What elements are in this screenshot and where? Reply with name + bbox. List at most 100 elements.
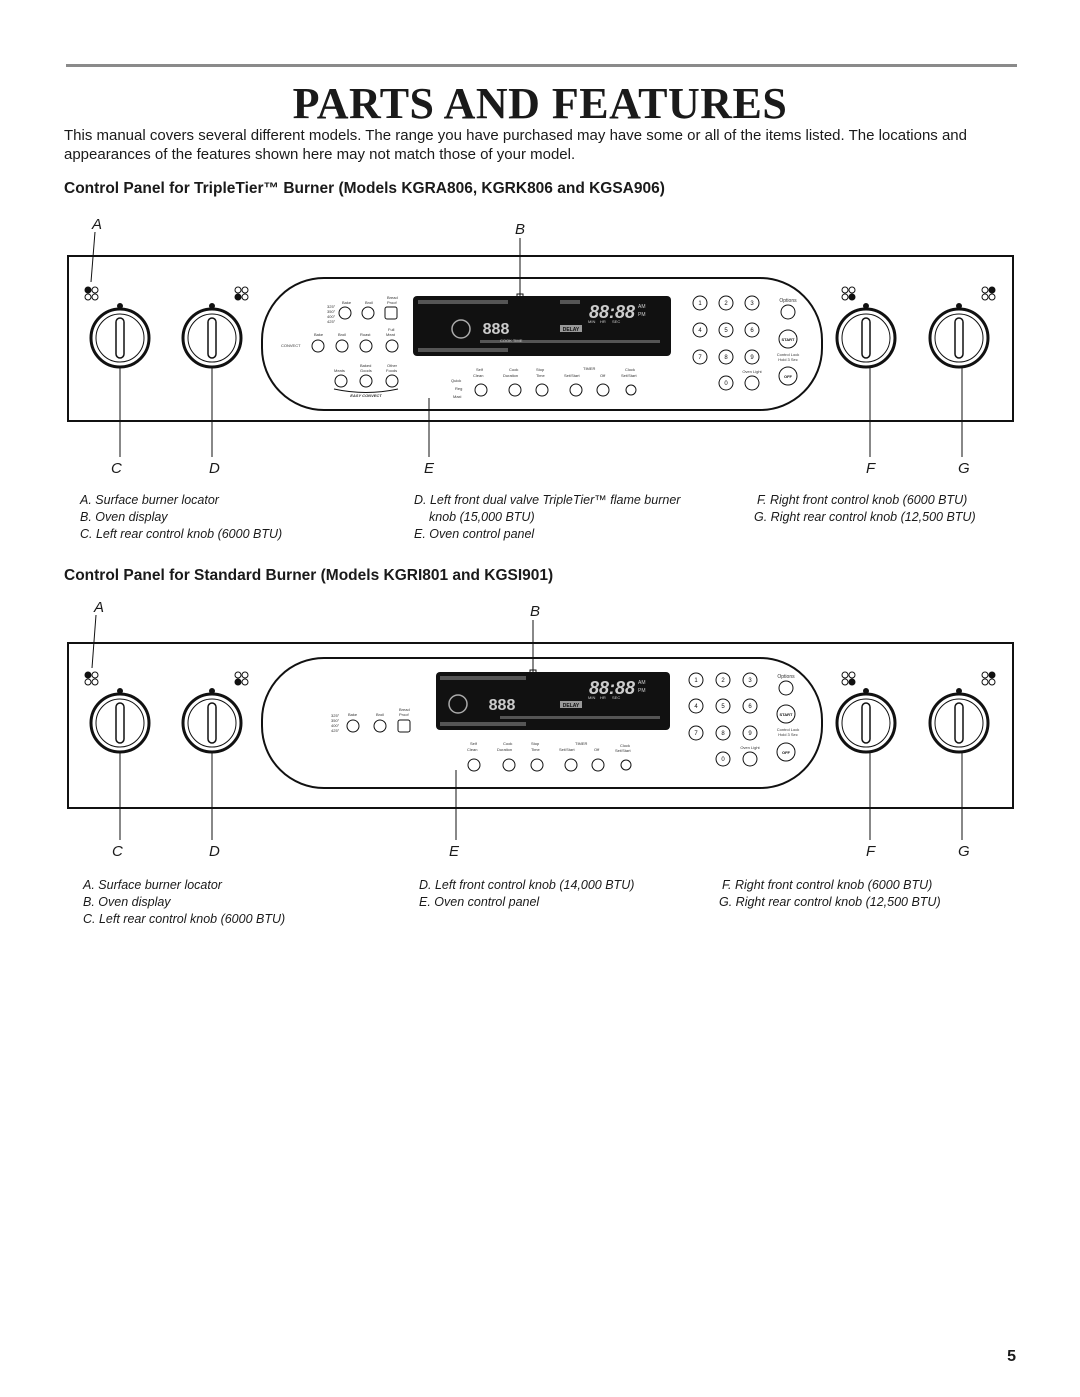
meats-label: Meats [334, 368, 345, 373]
key-0[interactable] [718, 375, 734, 391]
timer-set-start-label: Set/Start [559, 747, 575, 752]
key-7[interactable] [692, 349, 708, 365]
display-hr: HR [600, 695, 606, 700]
key-5[interactable] [718, 322, 734, 338]
key-2-label: 2 [721, 678, 725, 684]
key-6[interactable] [742, 698, 758, 714]
start-button[interactable] [776, 704, 796, 724]
temp-325: 325° [331, 713, 340, 718]
key-1-label: 1 [698, 301, 702, 307]
off-button[interactable] [776, 742, 796, 762]
timer-off-button[interactable] [596, 383, 610, 397]
key-3[interactable] [742, 672, 758, 688]
panel2-frame [67, 642, 1014, 809]
key-6[interactable] [744, 322, 760, 338]
stop-time-button[interactable] [535, 383, 549, 397]
key-2[interactable] [718, 295, 734, 311]
broil-button[interactable] [361, 306, 375, 320]
start-label: START [779, 712, 793, 717]
burner-locator-icon [84, 671, 996, 686]
caption-e: E. Oven control panel [419, 895, 540, 909]
options-button[interactable] [780, 304, 796, 320]
caption-c: C. Left rear control knob (6000 BTU) [80, 527, 283, 541]
panel2-callout-a: A [94, 599, 105, 616]
caption-d: D. Left front dual valve TripleTier™ fla… [414, 493, 681, 507]
key-4[interactable] [688, 698, 704, 714]
proof-button[interactable] [397, 719, 411, 733]
self-clean-button[interactable] [474, 383, 488, 397]
key-7[interactable] [688, 725, 704, 741]
key-3-label: 3 [748, 678, 752, 684]
display-pm: PM [638, 312, 646, 318]
clock-button[interactable] [625, 384, 637, 396]
options-label: Options [779, 298, 797, 304]
meats-button[interactable] [334, 374, 348, 388]
panel1-callout-b: B [515, 221, 526, 238]
fan-icon [448, 694, 468, 714]
panel2-callout-c: C [112, 843, 123, 860]
off-button[interactable] [778, 366, 798, 386]
baked-goods-button[interactable] [359, 374, 373, 388]
clock-label: Clock [625, 367, 635, 372]
clock-button[interactable] [620, 759, 632, 771]
convect-broil-button[interactable] [335, 339, 349, 353]
key-5[interactable] [715, 698, 731, 714]
baked-label: Baked [360, 363, 371, 368]
key-4[interactable] [692, 322, 708, 338]
bread-label: Bread [387, 295, 398, 300]
key-1[interactable] [688, 672, 704, 688]
key-0[interactable] [715, 751, 731, 767]
start-button[interactable] [778, 329, 798, 349]
knob-left-front [181, 688, 243, 754]
control-lock-label: Control Lock [777, 727, 799, 732]
display-hr: HR [600, 319, 606, 324]
timer-set-start-label: Set/Start [564, 373, 580, 378]
key-8[interactable] [718, 349, 734, 365]
oven-light-label: Oven Light [742, 369, 762, 374]
oven-light-button[interactable] [744, 375, 760, 391]
bake-button[interactable] [346, 719, 360, 733]
proof-button[interactable] [384, 306, 398, 320]
roast-label: Roast [360, 332, 371, 337]
other-label: Other [387, 363, 398, 368]
oven-light-button[interactable] [742, 751, 758, 767]
temp-425: 425° [327, 319, 336, 324]
cook-duration-button[interactable] [502, 758, 516, 772]
intro-paragraph: This manual covers several different mod… [64, 127, 967, 163]
panel1-callout-a: A [92, 216, 103, 233]
key-6-label: 6 [750, 328, 754, 334]
options-button[interactable] [778, 680, 794, 696]
other-foods-button[interactable] [385, 374, 399, 388]
key-8[interactable] [715, 725, 731, 741]
cook-duration-button[interactable] [508, 383, 522, 397]
key-9[interactable] [744, 349, 760, 365]
stop-label: Stop [531, 741, 540, 746]
convect-label: CONVECT [281, 343, 301, 348]
convect-bake-button[interactable] [311, 339, 325, 353]
self-clean-button[interactable] [467, 758, 481, 772]
timer-set-button[interactable] [569, 383, 583, 397]
key-1[interactable] [692, 295, 708, 311]
stop-time-button[interactable] [530, 758, 544, 772]
display-time: 88:88 [589, 302, 635, 322]
display-sec: SEC [612, 695, 620, 700]
key-9[interactable] [742, 725, 758, 741]
key-3[interactable] [744, 295, 760, 311]
convect-roast-button[interactable] [359, 339, 373, 353]
caption-b: B. Oven display [80, 510, 168, 524]
bake-button[interactable] [338, 306, 352, 320]
key-2[interactable] [715, 672, 731, 688]
timer-set-button[interactable] [564, 758, 578, 772]
convect-full-meat-button[interactable] [385, 339, 399, 353]
broil-button[interactable] [373, 719, 387, 733]
display-am: AM [638, 680, 646, 686]
display-time: 88:88 [589, 678, 635, 698]
temp-350: 350° [327, 309, 336, 314]
panel1-frame [67, 255, 1014, 422]
panel1-captions-col3: F. Right front control knob (6000 BTU) G… [754, 492, 976, 526]
display-am: AM [638, 304, 646, 310]
broil-label: Broil [376, 712, 384, 717]
timer-off-button[interactable] [591, 758, 605, 772]
proof-label: Proof [387, 300, 397, 305]
page-title: PARTS AND FEATURES [292, 79, 788, 128]
